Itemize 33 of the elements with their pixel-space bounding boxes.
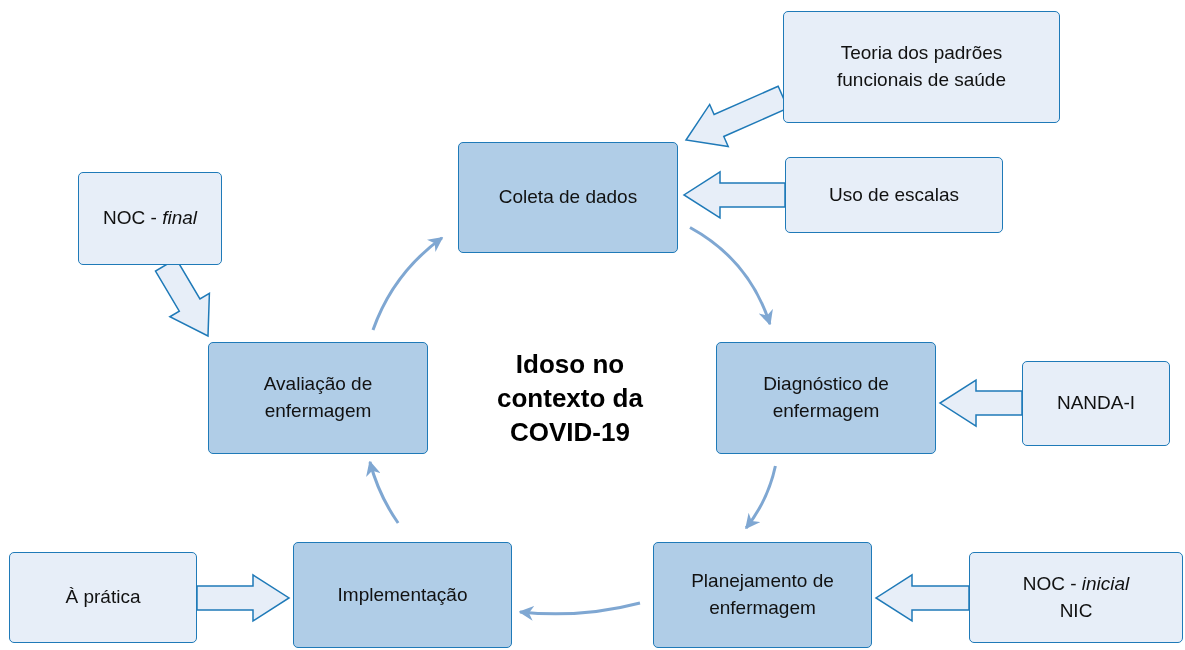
curved-arrow (366, 460, 400, 524)
node-label: À prática (65, 585, 141, 610)
curved-arrow (744, 465, 777, 530)
block-arrow (874, 573, 970, 623)
node-label: Diagnóstico de enfermagem (762, 372, 890, 423)
block-arrow (682, 170, 786, 220)
node-label: Avaliação de enfermagem (262, 372, 374, 423)
process-box (293, 542, 512, 648)
block-arrow (938, 378, 1023, 428)
note-box (783, 11, 1060, 123)
curved-arrow (518, 601, 641, 621)
process-box (458, 142, 678, 253)
process-box (716, 342, 936, 454)
node-label: Planejamento de enfermagem (690, 569, 835, 620)
note-box (969, 552, 1183, 643)
node-label: NOC - inicial (1022, 571, 1130, 596)
node-label: Uso de escalas (829, 182, 959, 207)
note-box (9, 552, 197, 643)
curved-arrow (371, 236, 444, 331)
note-box (78, 172, 222, 265)
node-label: NIC (1059, 598, 1093, 623)
node-label: Implementação (337, 582, 468, 607)
node-label: Teoria dos padrões funcionais de saúde (836, 41, 1007, 92)
process-box (653, 542, 872, 648)
node-label: NANDA-I (1056, 391, 1136, 416)
block-arrow (196, 573, 291, 623)
center-title: Idoso no contexto da COVID-19 (496, 348, 644, 449)
node-label: NOC - final (103, 206, 197, 231)
note-box (1022, 361, 1170, 446)
curved-arrow (689, 226, 773, 326)
note-box (785, 157, 1003, 233)
process-box (208, 342, 428, 454)
node-label: Coleta de dados (498, 185, 638, 210)
